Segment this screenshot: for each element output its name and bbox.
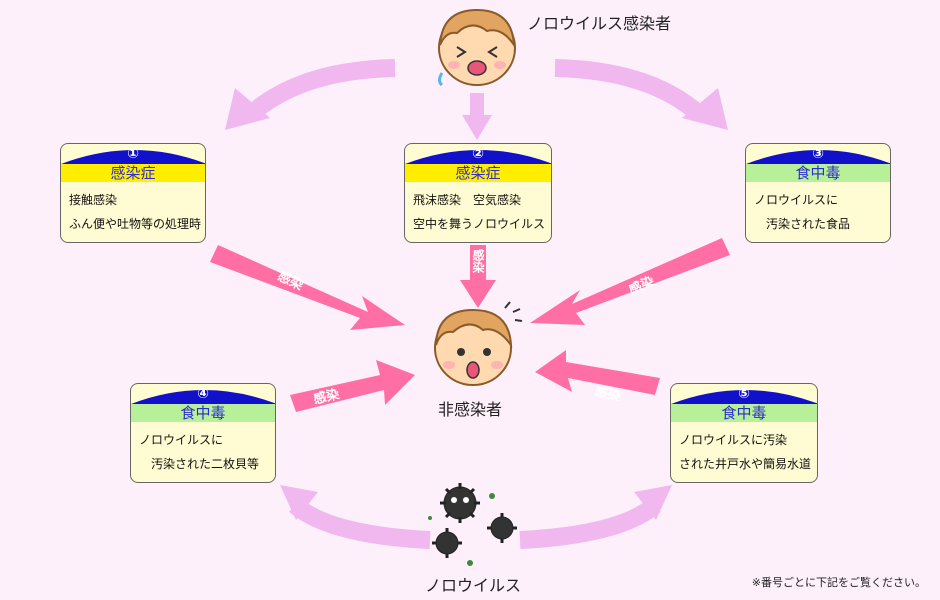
virus-icon [428, 483, 517, 566]
card-title: 食中毒 [795, 164, 841, 182]
infection-arrow-5 [535, 350, 660, 395]
arrow-top-to-card2 [470, 93, 484, 115]
arrow-top-to-card3 [554, 59, 707, 122]
card-body: ノロウイルスに 汚染された二枚貝等 [131, 422, 275, 482]
card-number: ④ [197, 386, 209, 402]
card-header: ① 感染症 [61, 144, 205, 182]
route-card-1: ① 感染症接触感染ふん便や吐物等の処理時 [60, 143, 206, 243]
card-number: ② [472, 146, 484, 162]
infection-arrow-1 [210, 245, 405, 330]
arrowhead-virus-to-card5 [634, 485, 672, 520]
card-line: 飛沫感染 空気感染 [413, 193, 522, 207]
infection-arrow-3 [530, 238, 730, 325]
card-line: 汚染された二枚貝等 [139, 457, 260, 471]
route-card-2: ② 感染症飛沫感染 空気感染空中を舞うノロウイルス [404, 143, 552, 243]
card-header: ④ 食中毒 [131, 384, 275, 422]
card-line: ふん便や吐物等の処理時 [69, 217, 202, 231]
card-line: された井戸水や簡易水道 [679, 457, 812, 471]
virus-label: ノロウイルス [425, 576, 522, 595]
card-header: ③ 食中毒 [746, 144, 890, 182]
infection-arrow-4 [290, 360, 415, 412]
card-title: 食中毒 [721, 404, 767, 422]
infection-arrow-2-label: 感染 [471, 249, 485, 273]
route-card-5: ⑤ 食中毒ノロウイルスに汚染された井戸水や簡易水道 [670, 383, 818, 483]
card-body: ノロウイルスに 汚染された食品 [746, 182, 890, 242]
arrowhead-virus-to-card4 [280, 485, 318, 520]
arrowhead-top-to-card3 [682, 88, 728, 130]
card-number: ⑤ [738, 386, 750, 402]
card-body: 接触感染ふん便や吐物等の処理時 [61, 182, 205, 242]
card-header: ② 感染症 [405, 144, 551, 182]
center-person-label: 非感染者 [438, 400, 503, 419]
infection-arrow-2 [460, 245, 496, 308]
card-number: ① [127, 146, 139, 162]
card-header: ⑤ 食中毒 [671, 384, 817, 422]
top-person-label: ノロウイルス感染者 [527, 14, 672, 33]
card-line: 接触感染 [69, 193, 118, 207]
card-line: 空中を舞うノロウイルス [413, 217, 546, 231]
arrow-virus-to-card4 [289, 497, 431, 549]
card-line: ノロウイルスに汚染 [679, 433, 788, 447]
card-body: ノロウイルスに汚染された井戸水や簡易水道 [671, 422, 817, 482]
card-body: 飛沫感染 空気感染空中を舞うノロウイルス [405, 182, 551, 242]
card-title: 感染症 [110, 164, 156, 182]
arrowhead-top-to-card1 [225, 88, 270, 130]
card-title: 食中毒 [180, 404, 226, 422]
card-number: ③ [812, 146, 824, 162]
arrowhead-top-to-card2 [462, 115, 492, 140]
arrow-top-to-card1 [243, 59, 396, 122]
healthy-person-face-icon [434, 301, 523, 386]
card-title: 感染症 [455, 164, 501, 182]
arrow-virus-to-card5 [519, 497, 661, 549]
sick-person-face-icon [438, 8, 516, 87]
card-line: ノロウイルスに [754, 193, 839, 207]
card-line: 汚染された食品 [754, 217, 851, 231]
footnote: ※番号ごとに下記をご覧ください。 [751, 576, 926, 589]
card-line: ノロウイルスに [139, 433, 224, 447]
